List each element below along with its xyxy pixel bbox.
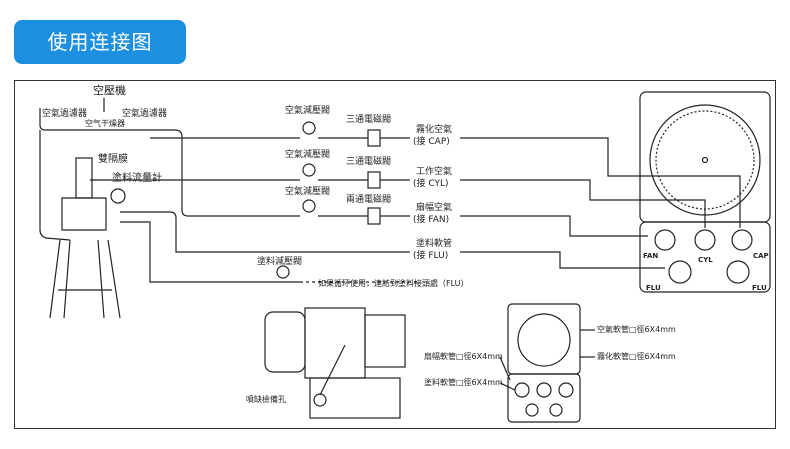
port-cyl-fitting	[694, 229, 716, 251]
label-paint-reg: 塗料減壓閥	[257, 255, 302, 267]
paint-reg-gauge	[276, 265, 290, 279]
sol3-body	[367, 207, 381, 225]
label-sol3: 兩通電磁閥	[346, 193, 391, 205]
label-hose-paint: 塗料軟管□徑6X4mm	[424, 377, 503, 387]
port-flu-right-fitting	[726, 260, 750, 284]
label-air2-name: 工作空氣	[416, 165, 452, 177]
sol1-body	[367, 129, 381, 147]
label-port-flu-left: FLU	[646, 284, 661, 292]
air-line-left-drop	[39, 130, 71, 241]
port-fan-fitting	[654, 229, 676, 251]
label-dryer: 空气干燥器	[85, 118, 125, 128]
label-reg1: 空氣減壓閥	[285, 104, 330, 116]
reg2-gauge	[302, 163, 316, 177]
label-recirc-note: 如果循环使用，連結到塗料接頭處（FLU）	[318, 278, 469, 288]
sol2-body	[367, 171, 381, 189]
line-fan	[460, 215, 648, 237]
gun-side-body	[304, 307, 366, 379]
label-port-cyl: CYL	[698, 256, 713, 264]
gun-port-block	[639, 221, 771, 293]
label-paint-port: (接 FLU)	[413, 249, 448, 261]
gun-back-ports	[507, 373, 581, 423]
gun-side-base	[309, 377, 401, 419]
gun-side-cap	[364, 314, 406, 368]
label-hose-atom: 霧化軟管□徑6X4mm	[597, 351, 676, 361]
label-filter-right: 空氣過濾器	[122, 107, 167, 119]
label-air3-name: 扇幅空氣	[416, 201, 452, 213]
label-paint-name: 塗料軟管	[416, 237, 452, 249]
label-diaphragm: 雙隔膜	[98, 152, 128, 165]
label-filter-left: 空氣過濾器	[42, 107, 87, 119]
gun-back-cap	[517, 313, 571, 367]
paint-return-line	[120, 221, 300, 283]
label-reg2: 空氣減壓閥	[285, 148, 330, 160]
label-compressor: 空壓機	[93, 83, 126, 97]
label-hose-air: 空氣軟管□徑6X4mm	[597, 324, 676, 334]
nozzle-leader	[319, 344, 346, 396]
port-cap-fitting	[731, 229, 753, 251]
label-air1-port: (接 CAP)	[413, 135, 450, 147]
reg3-gauge	[302, 199, 316, 213]
label-air3-port: (接 FAN)	[413, 213, 449, 225]
line-cap	[460, 137, 741, 228]
air-line-main	[39, 108, 300, 217]
label-port-cap: CAP	[753, 252, 769, 260]
label-port-flu-right: FLU	[752, 284, 767, 292]
port-flu-left-fitting	[668, 260, 692, 284]
label-port-fan: FAN	[643, 252, 658, 260]
header-title: 使用连接图	[14, 20, 186, 64]
flowmeter-gauge	[110, 188, 126, 204]
label-reg3: 空氣減壓閥	[285, 185, 330, 197]
label-flowmeter: 塗料流量計	[112, 171, 162, 184]
line-flu	[460, 251, 665, 269]
label-hose-fan: 扇幅軟管□徑6X4mm	[424, 351, 503, 361]
label-sol1: 三通電磁閥	[346, 113, 391, 125]
diaphragm-pump	[61, 197, 107, 231]
pump-body	[75, 157, 93, 199]
gun-cap-gear	[649, 104, 761, 216]
line-cyl	[460, 179, 706, 228]
paint-line	[120, 211, 410, 253]
diagram-frame	[14, 80, 776, 429]
reg1-gauge	[302, 121, 316, 135]
label-sol2: 三通電磁閥	[346, 155, 391, 167]
pump-stand	[49, 239, 121, 319]
gun-nozzle	[264, 311, 306, 373]
label-air2-port: (接 CYL)	[413, 177, 449, 189]
label-nozzle-note: 噴缺檢備孔	[246, 394, 286, 404]
label-air1-name: 霧化空氣	[416, 123, 452, 135]
